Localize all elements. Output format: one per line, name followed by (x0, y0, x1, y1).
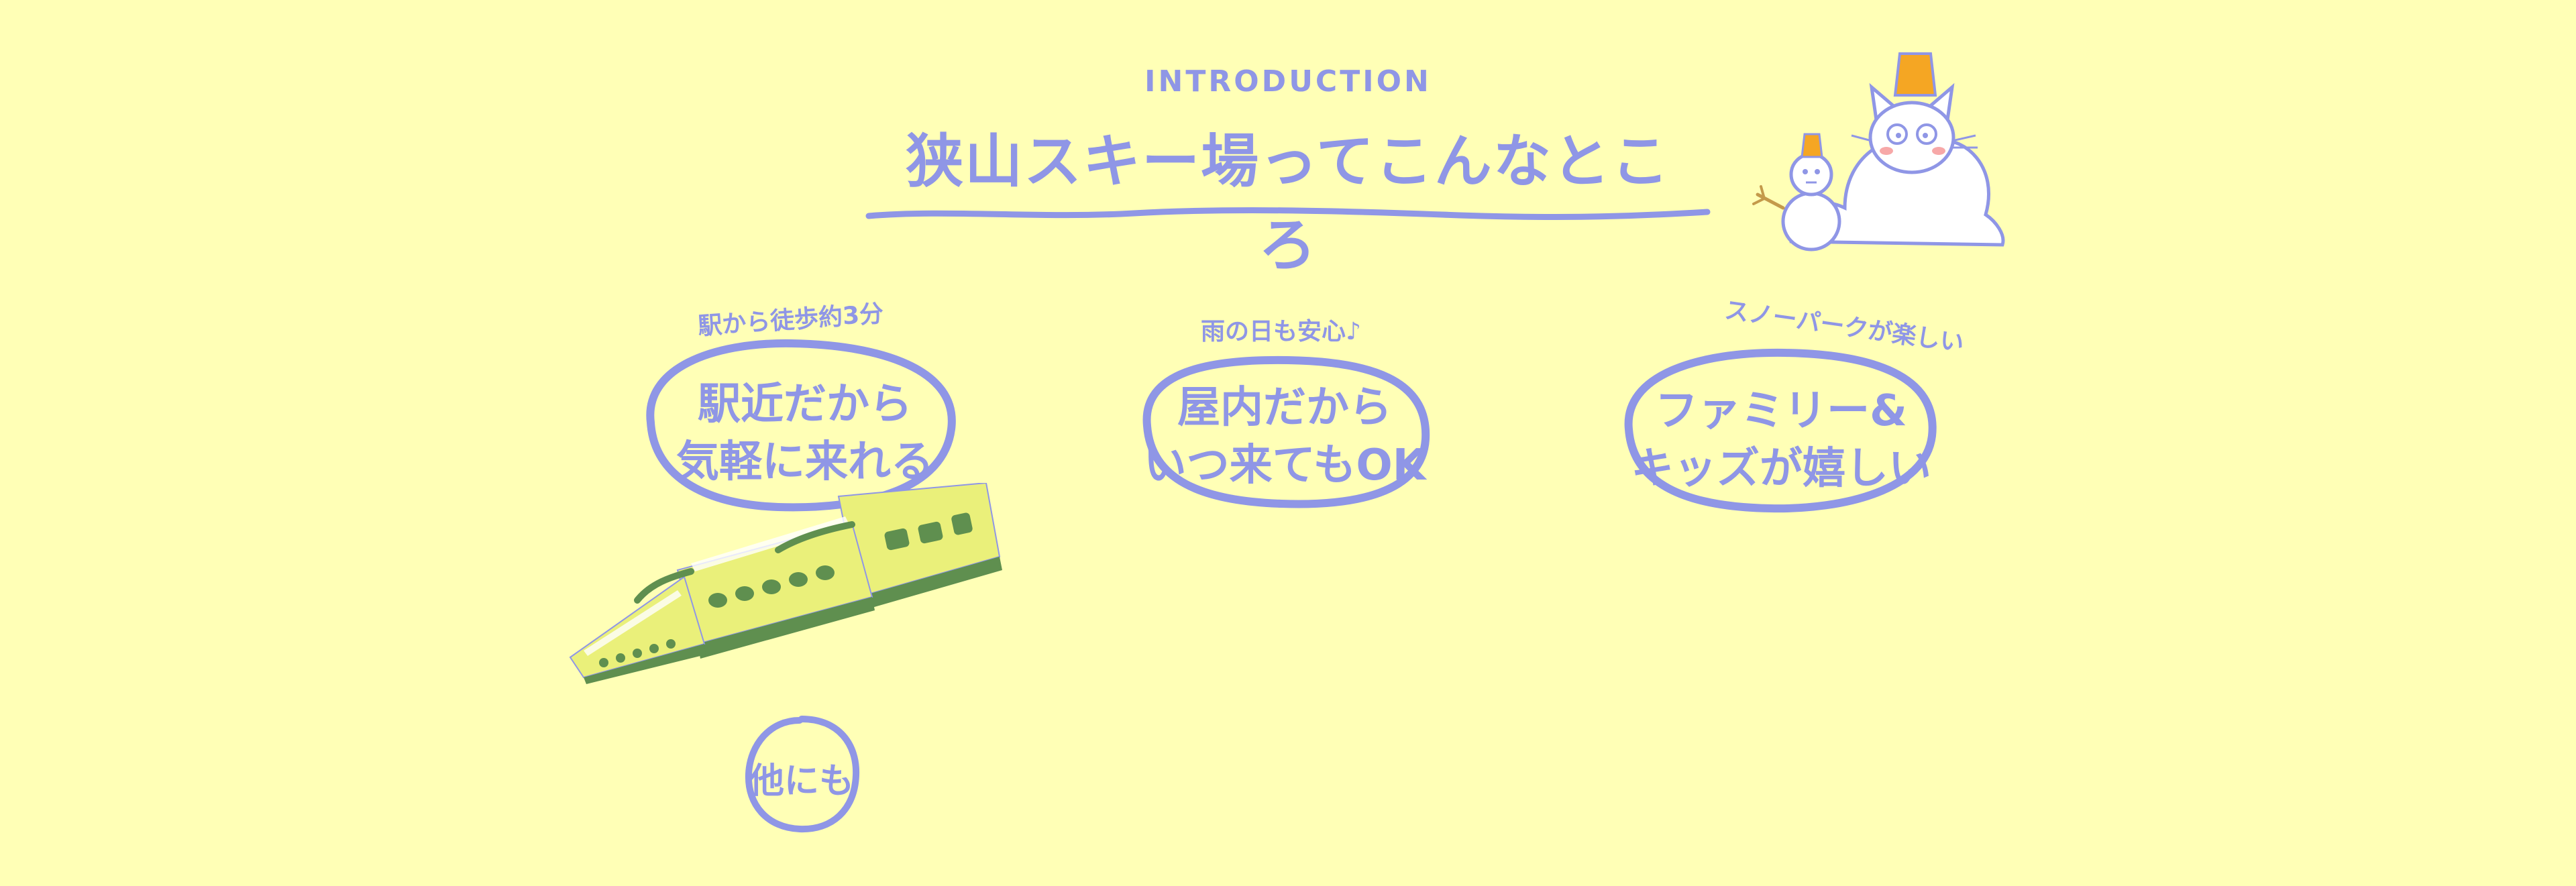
feature-bubble-outline (1624, 348, 1937, 513)
train-illustration (569, 483, 1002, 684)
more-features-button[interactable]: 他にも (738, 711, 865, 838)
feature-bubble-outline (646, 339, 956, 512)
mascot-illustration (1752, 52, 2005, 252)
more-features-label: 他にも (749, 761, 854, 801)
feature-bubble-outline (1142, 355, 1430, 508)
section-eyebrow: INTRODUCTION (1144, 64, 1432, 99)
section-title: 狭山スキー場ってこんなところ (906, 128, 1670, 279)
feature-family-kids: スノーパークが楽しい ファミリー& キッズが嬉しい (1603, 295, 1966, 537)
feature-line-2: いつ来てもOK (1143, 441, 1426, 490)
feature-line-1: 屋内だから (1177, 383, 1392, 433)
feature-line-2: キッズが嬉しい (1631, 444, 1931, 494)
feature-caption: 雨の日も安心♪ (1201, 318, 1361, 345)
feature-line-2: 気軽に来れる (676, 437, 934, 487)
feature-indoor: 雨の日も安心♪ 屋内だから いつ来てもOK (1127, 305, 1442, 533)
title-underline (865, 207, 1711, 220)
feature-line-1: 駅近だから (698, 380, 912, 429)
feature-line-1: ファミリー& (1655, 386, 1907, 436)
more-bubble-outline (745, 716, 860, 833)
feature-station-nearby: 駅から徒歩約3分 駅近だから 気軽に来れる (624, 295, 973, 537)
